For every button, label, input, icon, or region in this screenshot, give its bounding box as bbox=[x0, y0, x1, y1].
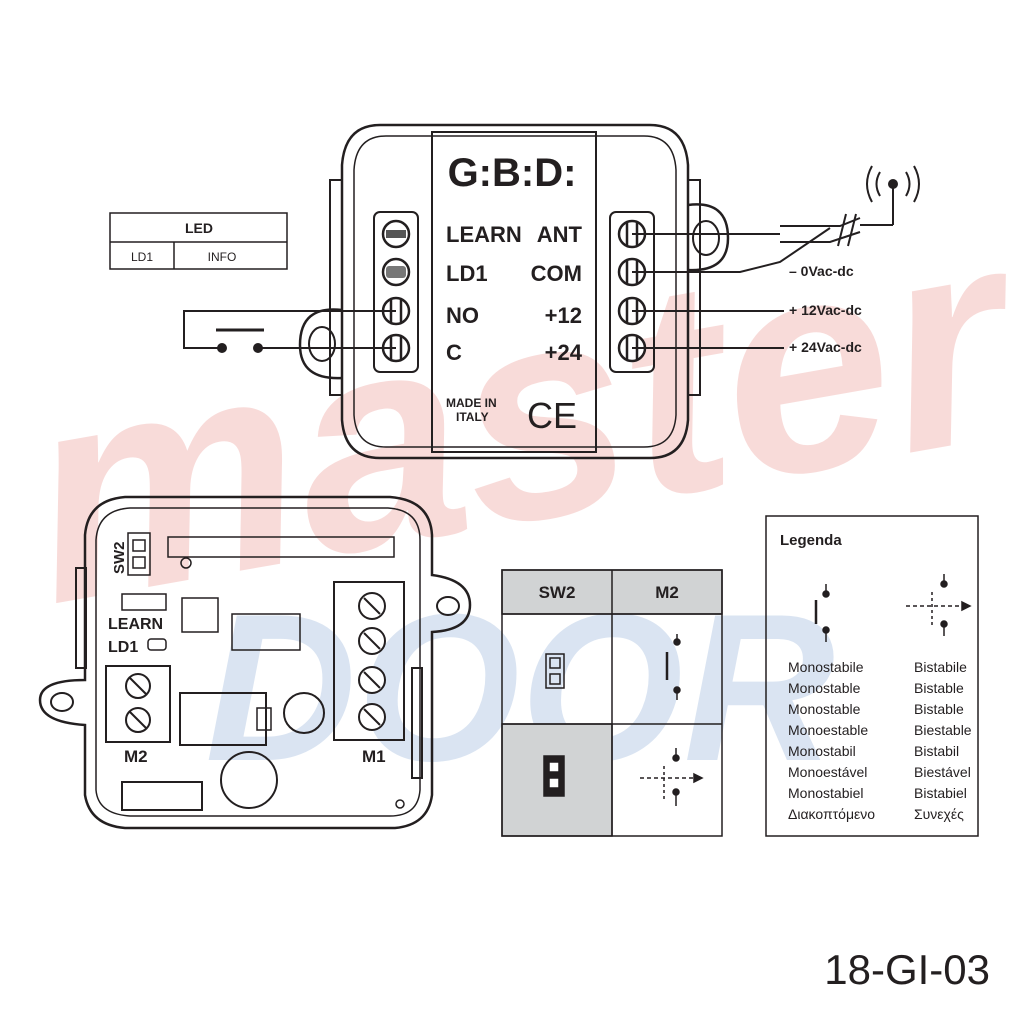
legend-bistable-item: Bistabil bbox=[914, 743, 959, 759]
legend-monostable-item: Monoestable bbox=[788, 722, 868, 738]
legend-monostable-item: Monostabil bbox=[788, 743, 856, 759]
board-label-learn: LEARN bbox=[108, 616, 163, 633]
made-in-line2: ITALY bbox=[456, 410, 489, 424]
brand-logo: G:B:D: bbox=[448, 151, 577, 195]
board-label-sw2: SW2 bbox=[111, 541, 128, 574]
terminal-label-ld1: LD1 bbox=[446, 261, 488, 286]
board-label-ld1: LD1 bbox=[108, 639, 138, 656]
led-table-cell-ld1: LD1 bbox=[131, 250, 153, 264]
power-wiring bbox=[632, 165, 920, 349]
legend-bistable-item: Bistable bbox=[914, 701, 964, 717]
contact-wiring bbox=[183, 310, 396, 353]
terminal-label-24: +24 bbox=[545, 340, 583, 365]
ce-mark: CE bbox=[527, 395, 577, 436]
pcb-board bbox=[38, 495, 472, 830]
legend-title: Legenda bbox=[780, 532, 842, 549]
legend-monostable-item: Διακοπτόμενο bbox=[788, 806, 875, 822]
terminal-label-learn: LEARN bbox=[446, 222, 522, 247]
left-terminals bbox=[381, 219, 411, 363]
legend-bistable-item: Συνεχές bbox=[914, 806, 964, 822]
legend-monostable-item: Monoestável bbox=[788, 764, 867, 780]
legend-monostable-item: Monostable bbox=[788, 701, 861, 717]
watermark: master DOOR bbox=[4, 163, 1024, 805]
terminal-label-c: C bbox=[446, 340, 462, 365]
learn-button bbox=[381, 219, 411, 249]
legend-bistable-list: Bistabile Bistable Bistable Biestable Bi… bbox=[914, 659, 972, 822]
pcb-screws bbox=[125, 592, 386, 733]
legend-bistable-item: Bistable bbox=[914, 680, 964, 696]
ld1-led bbox=[381, 257, 411, 287]
led-table-cell-info: INFO bbox=[208, 250, 237, 264]
terminal-label-ant: ANT bbox=[537, 222, 583, 247]
switch-table bbox=[501, 569, 723, 837]
legend-bistable-item: Bistabile bbox=[914, 659, 967, 675]
terminal-label-12: +12 bbox=[545, 303, 582, 328]
board-label-m2: M2 bbox=[124, 747, 148, 766]
wire-label-24v: + 24Vac-dc bbox=[789, 339, 862, 355]
legend-bistable-item: Bistabiel bbox=[914, 785, 967, 801]
switch-table-header-sw2: SW2 bbox=[539, 583, 576, 602]
legend-box bbox=[765, 515, 979, 837]
made-in-line1: MADE IN bbox=[446, 396, 497, 410]
led-table-header: LED bbox=[185, 220, 213, 236]
legend-bistable-item: Biestável bbox=[914, 764, 971, 780]
document-code: 18-GI-03 bbox=[824, 946, 990, 993]
legend-monostable-item: Monostable bbox=[788, 680, 861, 696]
legend-monostable-list: Monostabile Monostable Monostable Monoes… bbox=[788, 659, 875, 822]
legend-monostable-item: Monostabile bbox=[788, 659, 864, 675]
wire-label-12v: + 12Vac-dc bbox=[789, 302, 862, 318]
legend-monostable-item: Monostabiel bbox=[788, 785, 864, 801]
terminal-label-no: NO bbox=[446, 303, 479, 328]
led-table bbox=[109, 212, 288, 270]
wire-label-0v: – 0Vac-dc bbox=[789, 263, 854, 279]
terminal-label-com: COM bbox=[531, 261, 582, 286]
board-label-m1: M1 bbox=[362, 747, 386, 766]
legend-bistable-item: Biestable bbox=[914, 722, 972, 738]
switch-table-header-m2: M2 bbox=[655, 583, 679, 602]
